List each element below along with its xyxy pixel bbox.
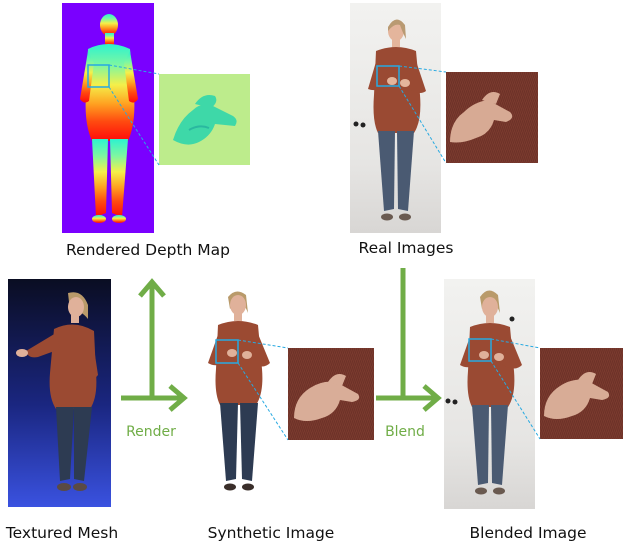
caption-synthetic-image: Synthetic Image (208, 524, 335, 542)
caption-textured-mesh: Textured Mesh (6, 524, 118, 542)
textured-mesh-image (8, 279, 111, 507)
real-image (350, 3, 441, 233)
real-zoom-inset (446, 72, 538, 163)
synthetic-zoom-inset (288, 348, 374, 440)
caption-depth-map: Rendered Depth Map (66, 241, 230, 259)
render-arrow (121, 282, 184, 410)
caption-real-images: Real Images (359, 239, 454, 257)
blended-image (444, 279, 535, 509)
blended-zoom-inset (540, 348, 623, 439)
blend-label: Blend (385, 424, 425, 440)
blend-arrow (376, 268, 438, 410)
depth-map-image (62, 3, 154, 233)
depth-zoom-inset (159, 74, 250, 165)
render-label: Render (126, 424, 176, 440)
caption-blended-image: Blended Image (470, 524, 587, 542)
synthetic-image (200, 283, 280, 498)
